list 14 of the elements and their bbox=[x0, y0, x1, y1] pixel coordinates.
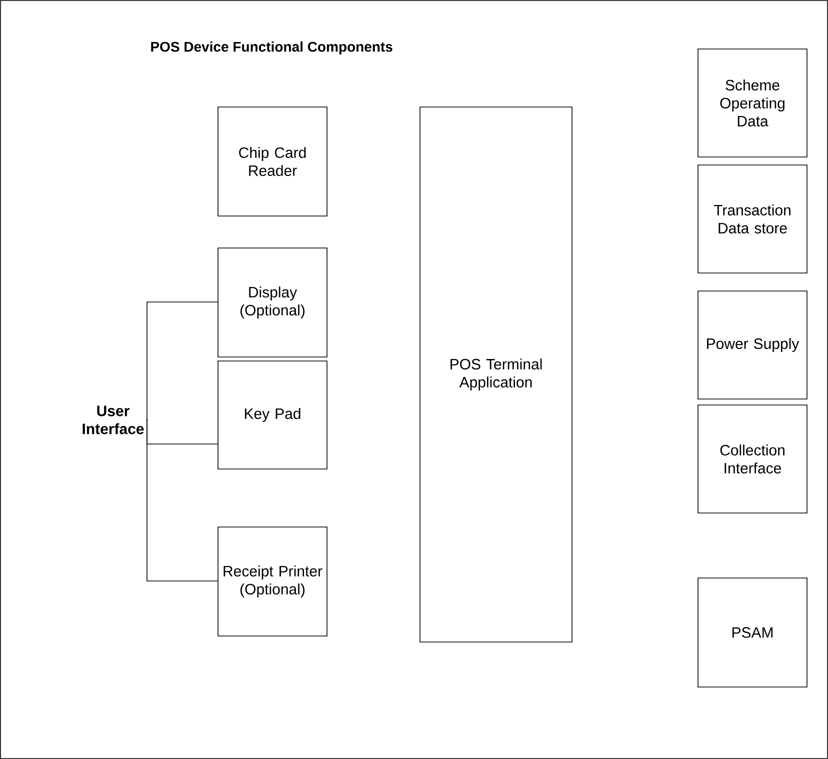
component-box: Scheme Operating Data bbox=[698, 48, 808, 158]
component-box: PSAM bbox=[698, 578, 808, 688]
component-box: Display (Optional) bbox=[218, 248, 328, 358]
connector-line bbox=[146, 420, 218, 582]
component-box: Chip Card Reader bbox=[218, 106, 328, 216]
component-box: Key Pad bbox=[218, 360, 328, 470]
component-box: Receipt Printer (Optional) bbox=[218, 526, 328, 636]
component-box: Collection Interface bbox=[698, 404, 808, 514]
component-box: Transaction Data store bbox=[698, 164, 808, 274]
group-label: User Interface bbox=[82, 406, 144, 434]
component-box: Power Supply bbox=[698, 290, 808, 400]
connector-line bbox=[146, 302, 218, 420]
component-box: POS Terminal Application bbox=[420, 106, 572, 642]
title: POS Device Functional Components bbox=[151, 41, 392, 54]
